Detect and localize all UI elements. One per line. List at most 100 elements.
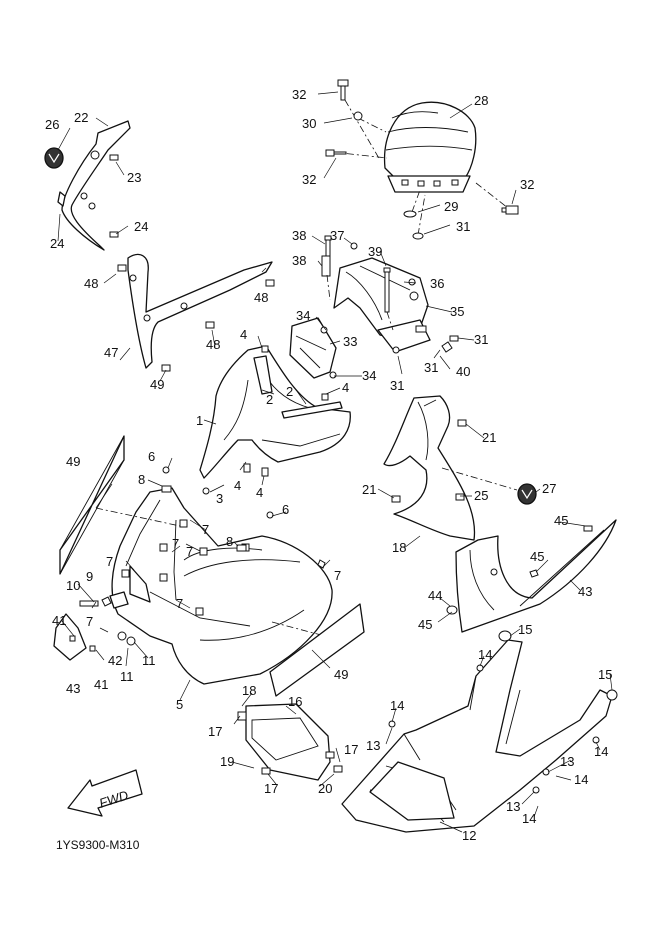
emblem-26 <box>44 147 64 169</box>
leader-lines <box>57 91 613 833</box>
callout: 31 <box>424 360 438 375</box>
callout: 42 <box>108 653 122 668</box>
callout: 48 <box>84 276 98 291</box>
callout: 31 <box>390 378 404 393</box>
callout: 47 <box>104 345 118 360</box>
callout: 7 <box>86 614 93 629</box>
callout: 29 <box>444 199 458 214</box>
callout: 7 <box>186 544 193 559</box>
callout: 45 <box>530 549 544 564</box>
callout: 35 <box>450 304 464 319</box>
callout: 21 <box>482 430 496 445</box>
callout: 15 <box>518 622 532 637</box>
bottom-cover-12 <box>341 630 618 833</box>
callout: 40 <box>456 364 470 379</box>
callout: 32 <box>302 172 316 187</box>
callout: 13 <box>560 754 574 769</box>
callout: 5 <box>176 697 183 712</box>
windscreen <box>383 101 477 179</box>
callout: 17 <box>344 742 358 757</box>
callout: 2 <box>266 392 273 407</box>
callout: 2 <box>286 384 293 399</box>
emblem-20 <box>517 483 537 505</box>
callout: 14 <box>594 744 608 759</box>
fwd-arrow: FWD <box>67 769 143 817</box>
callout: 49 <box>66 454 80 469</box>
callout: 15 <box>598 667 612 682</box>
callout: 12 <box>462 828 476 843</box>
callout: 26 <box>45 117 59 132</box>
callout: 14 <box>478 647 492 662</box>
callout: 41 <box>94 677 108 692</box>
callout: 7 <box>106 554 113 569</box>
callout: 7 <box>334 568 341 583</box>
callout: 4 <box>256 485 263 500</box>
callout: 30 <box>302 116 316 131</box>
callout: 31 <box>456 219 470 234</box>
callout: 45 <box>554 513 568 528</box>
callout: 21 <box>362 482 376 497</box>
callout: 31 <box>474 332 488 347</box>
side-panel-46 <box>117 253 275 372</box>
callout: 44 <box>428 588 442 603</box>
callout: 43 <box>578 584 592 599</box>
callout: 4 <box>234 478 241 493</box>
callout: 36 <box>430 276 444 291</box>
callout: 28 <box>474 93 488 108</box>
callout: 33 <box>343 334 357 349</box>
callout: 1 <box>196 413 203 428</box>
callout: 48 <box>206 337 220 352</box>
callout: 32 <box>292 87 306 102</box>
callout: 32 <box>520 177 534 192</box>
callout: 4 <box>342 380 349 395</box>
callout: 14 <box>390 698 404 713</box>
callout: 45 <box>418 617 432 632</box>
right-cover-19 <box>383 395 537 541</box>
side-cover-upper-left <box>44 120 131 251</box>
callout: 16 <box>288 694 302 709</box>
callout: 11 <box>120 669 134 684</box>
callout: 24 <box>134 219 148 234</box>
callout: 23 <box>127 170 141 185</box>
callout: 43 <box>66 681 80 696</box>
bracket-assembly <box>289 235 459 379</box>
front-cover-1 <box>199 345 351 495</box>
callout: 49 <box>334 667 348 682</box>
callout: 7 <box>172 536 179 551</box>
callout: 13 <box>506 799 520 814</box>
callout-labels: 32 30 32 28 29 31 32 26 22 23 24 24 48 4… <box>45 87 612 843</box>
callout: 24 <box>50 236 64 251</box>
callout: 17 <box>208 724 222 739</box>
callout: 20 <box>318 781 332 796</box>
callout: 3 <box>216 491 223 506</box>
callout: 25 <box>474 488 488 503</box>
callout: 34 <box>362 368 376 383</box>
windscreen-group <box>325 79 519 240</box>
callout: 41 <box>52 613 66 628</box>
callout: 34 <box>296 308 310 323</box>
callout: 37 <box>330 228 344 243</box>
callout: 4 <box>240 327 247 342</box>
callout: 6 <box>148 449 155 464</box>
callout: 14 <box>574 772 588 787</box>
callout: 6 <box>282 502 289 517</box>
callout: 49 <box>150 377 164 392</box>
callout: 38 <box>292 228 306 243</box>
callout: 38 <box>292 253 306 268</box>
callout: 48 <box>254 290 268 305</box>
callout: 11 <box>142 653 156 668</box>
callout: 9 <box>86 569 93 584</box>
callout: 18 <box>392 540 406 555</box>
callout: 10 <box>66 578 80 593</box>
figure-code: 1YS9300-M310 <box>56 838 140 852</box>
callout: 27 <box>542 481 556 496</box>
sticker-49-right <box>269 603 365 697</box>
callout: 7 <box>176 596 183 611</box>
callout: 39 <box>368 244 382 259</box>
inner-box-16 <box>237 703 343 781</box>
callout: 22 <box>74 110 88 125</box>
callout: 13 <box>366 738 380 753</box>
callout: 14 <box>522 811 536 826</box>
callout: 8 <box>138 472 145 487</box>
